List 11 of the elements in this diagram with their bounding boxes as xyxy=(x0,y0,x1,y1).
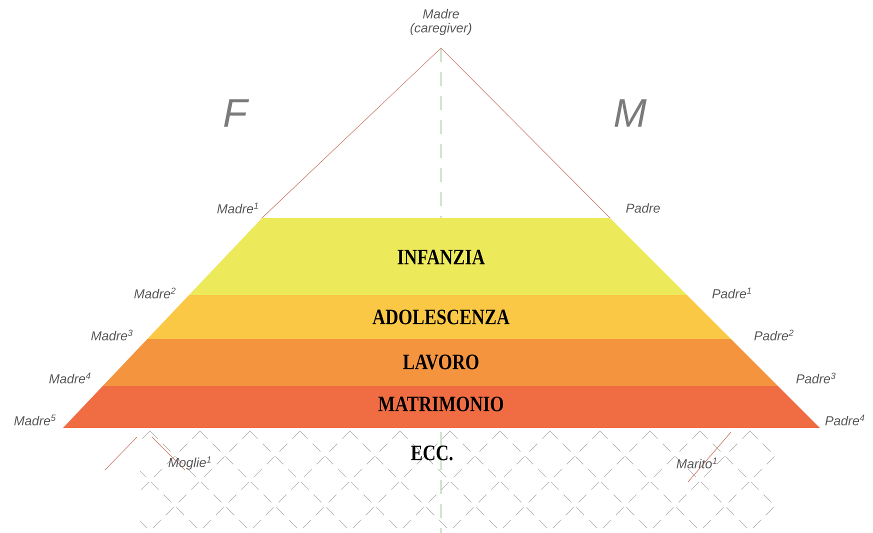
vertex-label: Padre$^{3}$ xyxy=(796,372,836,384)
stage-band: INFANZIA xyxy=(189,218,687,295)
vertex-label: Madre (caregiver) xyxy=(410,8,472,36)
side-letter: M xyxy=(614,99,647,127)
vertex-label: Madre$^{3}$ xyxy=(91,330,133,340)
stage-band: MATRIMONIO xyxy=(62,386,820,428)
stage-band: LAVORO xyxy=(102,339,778,386)
vertex-label: Madre$^{4}$ xyxy=(49,372,90,384)
stage-label: ECC. xyxy=(411,446,452,460)
side-letter: F xyxy=(224,99,250,127)
vertex-label: Padre$^{2}$ xyxy=(754,330,794,340)
